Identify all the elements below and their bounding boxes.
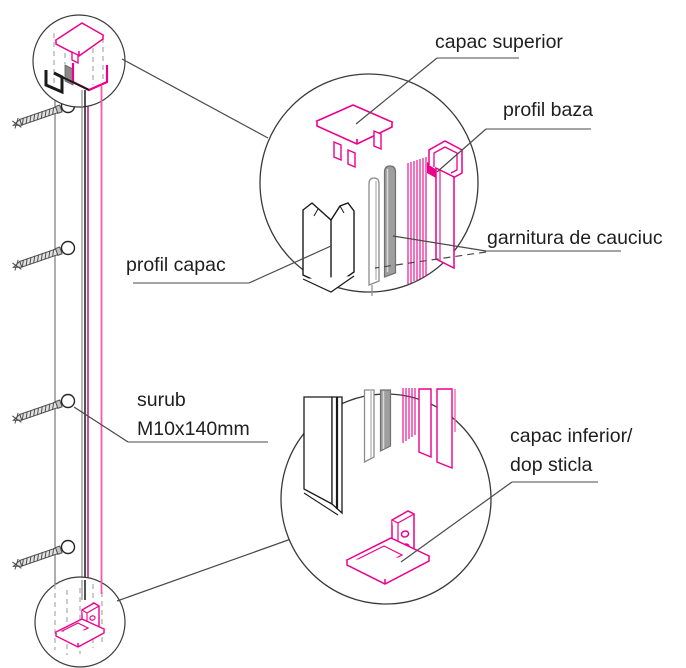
callout-circle-post-top — [32, 14, 126, 108]
base-profile — [407, 140, 463, 284]
callout-leader-bottom — [116, 538, 292, 602]
cover-profile-bottom — [303, 396, 343, 516]
label-profil-capac: profil capac — [126, 254, 226, 276]
label-capac-superior: capac superior — [435, 31, 563, 53]
label-capac-inferior-line1: capac inferior/ — [510, 425, 633, 447]
label-leaders — [73, 57, 621, 563]
base-profile-bottom — [402, 388, 456, 470]
callout-leader-top — [121, 58, 269, 139]
leader-capac-inferior — [400, 481, 598, 563]
label-garnitura-cauciuc: garnitura de cauciuc — [487, 227, 663, 249]
anchor-screws — [10, 98, 76, 572]
leader-profil-capac — [133, 245, 332, 284]
label-profil-baza: profil baza — [503, 99, 593, 121]
leader-capac-superior — [355, 57, 519, 125]
bottom-bracket — [345, 510, 431, 585]
rubber-gaskets-bottom — [363, 389, 392, 464]
top-cap — [315, 104, 394, 169]
top-joint-mini — [44, 63, 109, 95]
screw-icon — [10, 240, 76, 273]
screw-icon — [10, 393, 76, 426]
rubber-gasket-light — [368, 177, 380, 296]
callout-circle-post-bottom — [34, 576, 126, 668]
detail-circle-top — [259, 73, 479, 296]
detail-circle-bottom — [280, 388, 492, 605]
cover-profile — [302, 202, 355, 293]
leader-surub — [73, 406, 268, 443]
rubber-gasket-dark — [383, 165, 397, 278]
leader-garnitura — [374, 235, 621, 269]
label-surub-line2: M10x140mm — [137, 418, 250, 440]
post-profile — [54, 74, 103, 592]
label-capac-inferior-line2: dop sticla — [510, 454, 593, 476]
label-surub-line1: surub — [137, 389, 186, 411]
screw-icon — [10, 539, 76, 572]
top-cap-mini — [54, 22, 105, 65]
labels: capac superior profil baza garnitura de … — [126, 31, 663, 476]
bottom-bracket-mini — [54, 602, 106, 648]
leader-profil-baza — [436, 128, 591, 173]
